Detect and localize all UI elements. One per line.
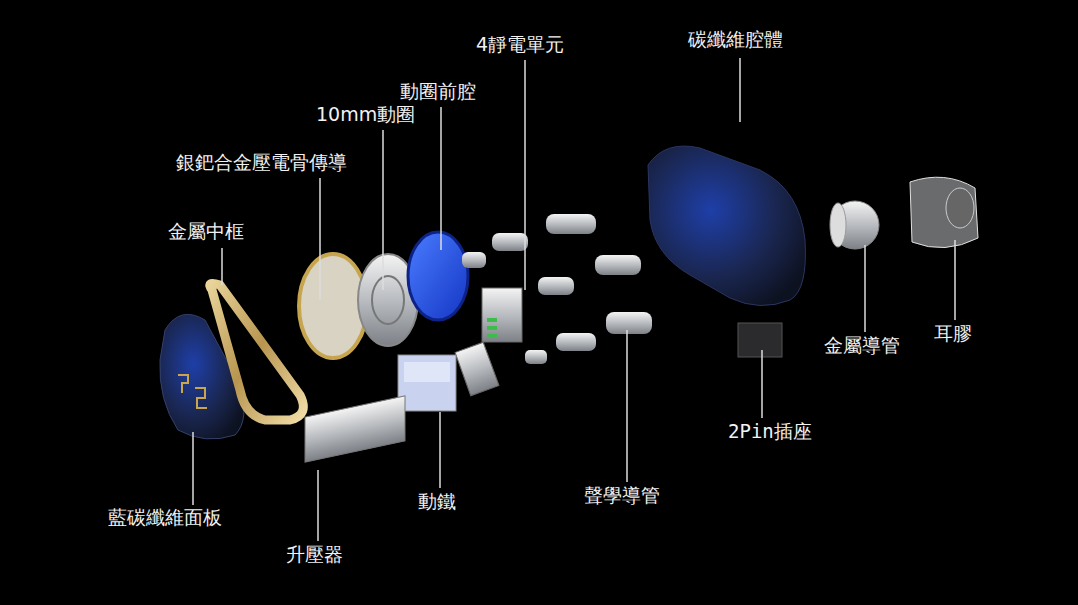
part-label: 銀鈀合金壓電骨傳導 [176,151,347,174]
part-label: 動圈前腔 [400,80,476,103]
part-label: 耳膠 [934,322,972,345]
part-label: 碳纖維腔體 [688,28,783,51]
part-label: 10mm動圈 [316,103,415,126]
part-label: 4靜電單元 [476,33,564,56]
part-label: 金屬導管 [824,334,900,357]
part-label: 動鐵 [418,490,456,513]
part-label: 升壓器 [286,543,343,566]
part-label: 金屬中框 [168,220,244,243]
part-label: 聲學導管 [584,484,660,507]
leader-lines [193,58,955,541]
part-label: 2Pin插座 [728,420,812,443]
part-label: 藍碳纖維面板 [108,506,222,529]
